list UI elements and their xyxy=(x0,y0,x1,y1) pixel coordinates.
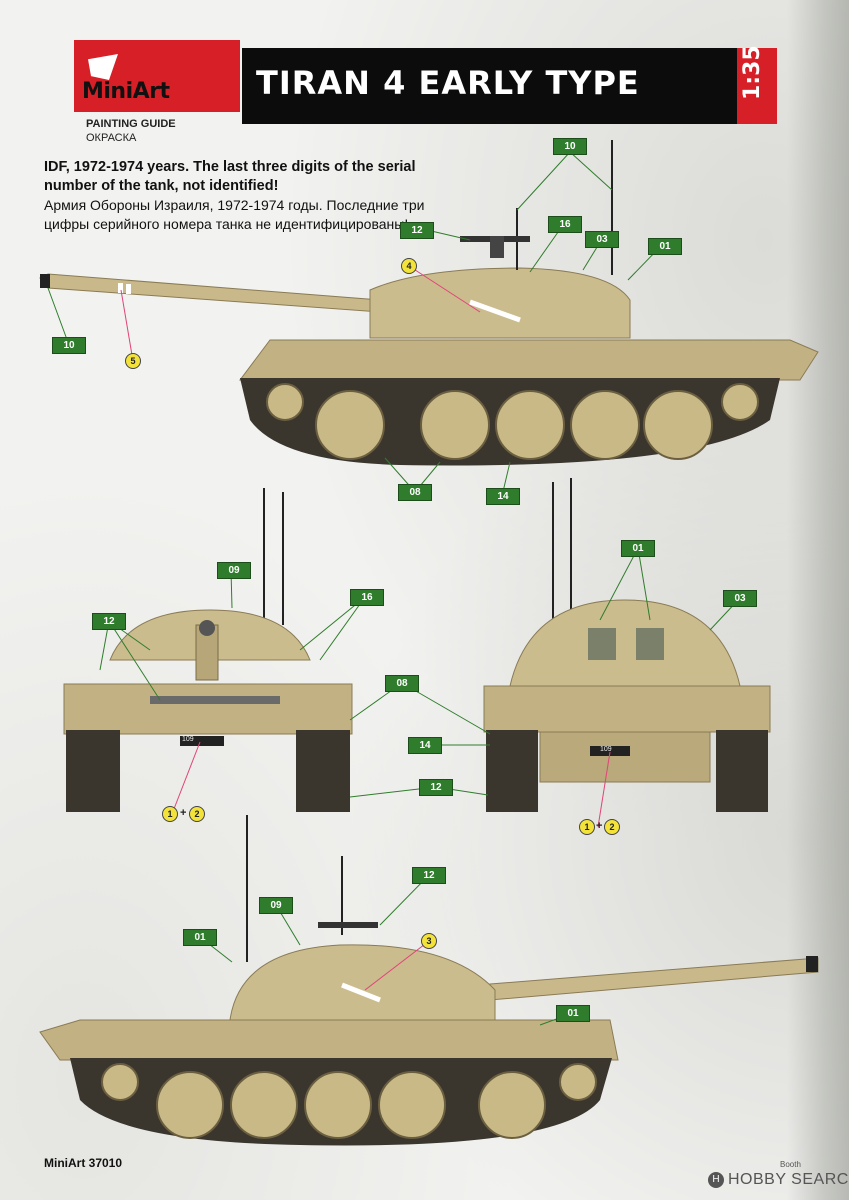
callout-front-12: 12 xyxy=(92,613,126,630)
hobby-search-watermark: Booth H HOBBY SEARCH xyxy=(708,1160,849,1194)
callout-08: 08 xyxy=(398,484,432,501)
tank-front-view xyxy=(63,488,353,812)
callout-12-mg: 12 xyxy=(400,222,434,239)
callout-10-antenna: 10 xyxy=(553,138,587,155)
title-bar: TIRAN 4 EARLY TYPE xyxy=(242,48,737,124)
callout-03: 03 xyxy=(585,231,619,248)
callout-side2-01b: 01 xyxy=(556,1005,590,1022)
callout-side2-01: 01 xyxy=(183,929,217,946)
callout-14: 14 xyxy=(486,488,520,505)
description-ru: Армия Обороны Израиля, 1972-1974 годы. П… xyxy=(44,197,425,232)
page-title: TIRAN 4 EARLY TYPE xyxy=(256,64,640,102)
scale-badge: 1:35 xyxy=(737,45,777,124)
painting-guide-label: PAINTING GUIDE xyxy=(86,118,176,130)
hobby-search-icon: H xyxy=(708,1172,724,1188)
callout-01: 01 xyxy=(648,238,682,255)
paint-marker-5: 5 xyxy=(125,353,141,369)
logo-text: MiniArt xyxy=(82,79,170,104)
callout-side2-12: 12 xyxy=(412,867,446,884)
product-code: MiniArt 37010 xyxy=(44,1156,123,1170)
edge-texture xyxy=(787,0,849,1200)
paint-marker-front-2: 2 xyxy=(189,806,205,822)
description-en: IDF, 1972-1974 years. The last three dig… xyxy=(44,159,416,194)
painting-guide-label-ru: ОКРАСКА xyxy=(86,132,137,144)
paint-marker-3: 3 xyxy=(421,933,437,949)
watermark-booth: Booth xyxy=(780,1160,801,1169)
plus-sign-rear: + xyxy=(596,820,603,832)
callout-front-16: 16 xyxy=(350,589,384,606)
callout-side2-09: 09 xyxy=(259,897,293,914)
callout-16: 16 xyxy=(548,216,582,233)
callout-rear-01: 01 xyxy=(621,540,655,557)
miniart-logo: MiniArt xyxy=(74,40,240,112)
paint-marker-rear-2: 2 xyxy=(604,819,620,835)
callout-10-barrel: 10 xyxy=(52,337,86,354)
paint-marker-front-1: 1 xyxy=(162,806,178,822)
tank-side-view-left xyxy=(39,140,819,466)
callout-front-12-track: 12 xyxy=(419,779,453,796)
tank-side-view-right xyxy=(39,815,819,1146)
tank-rear-view xyxy=(483,478,771,812)
rear-plate-number: 109 xyxy=(600,746,612,753)
paint-marker-rear-1: 1 xyxy=(579,819,595,835)
callout-front-14: 14 xyxy=(408,737,442,754)
callout-front-08: 08 xyxy=(385,675,419,692)
plus-sign-front: + xyxy=(180,807,187,819)
paint-marker-4: 4 xyxy=(401,258,417,274)
callout-rear-03: 03 xyxy=(723,590,757,607)
callout-front-09: 09 xyxy=(217,562,251,579)
front-plate-number: 109 xyxy=(182,736,194,743)
watermark-text: HOBBY SEARCH xyxy=(728,1171,849,1188)
